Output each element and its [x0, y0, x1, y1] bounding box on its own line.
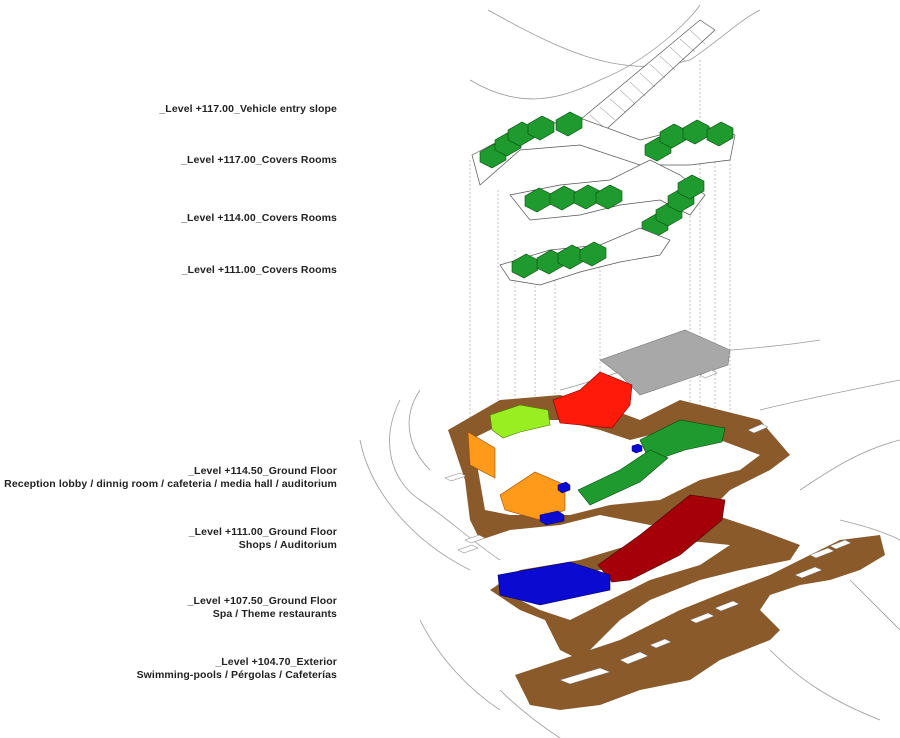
level-uses: Swimming-pools / Pérgolas / Cafeterías [136, 669, 337, 681]
level-title: _Level +104.70_Exterior [215, 656, 337, 668]
exterior-104 [515, 535, 885, 710]
level-label-3: _Level +114.00_Covers Rooms [181, 212, 337, 225]
level-label-5: _Level +114.50_Ground Floor Reception lo… [4, 465, 337, 491]
orange-volume [499, 471, 566, 521]
dark-red-volume [597, 494, 726, 583]
level-label-1: _Level +117.00_Vehicle entry slope [159, 103, 337, 116]
level-label-8: _Level +104.70_Exterior Swimming-pools /… [137, 656, 337, 682]
level-uses: Shops / Auditorium [238, 539, 337, 551]
level-uses: Spa / Theme restaurants [212, 608, 337, 620]
lime-volume [489, 404, 551, 439]
red-volume [552, 371, 633, 429]
covers-rooms-114 [509, 159, 706, 239]
orange-volume-left [467, 431, 496, 479]
level-title: _Level +117.00_Covers Rooms [181, 154, 337, 166]
level-title: _Level +111.00_Ground Floor [188, 526, 337, 538]
blue-small-blocks [539, 443, 643, 526]
vehicle-entry-slope [579, 19, 716, 136]
level-label-6: _Level +111.00_Ground Floor Shops / Audi… [189, 526, 337, 552]
level-title: _Level +117.00_Vehicle entry slope [159, 103, 337, 115]
level-title: _Level +111.00_Covers Rooms [181, 264, 337, 276]
level-label-4: _Level +111.00_Covers Rooms [182, 264, 337, 277]
green-ground-volume [577, 419, 726, 506]
level-title: _Level +114.00_Covers Rooms [181, 212, 337, 224]
level-uses: Reception lobby / dinnig room / cafeteri… [4, 478, 337, 490]
blue-volume [497, 561, 611, 606]
level-label-2: _Level +117.00_Covers Rooms [181, 154, 337, 167]
covers-rooms-111 [499, 227, 671, 286]
small-white-blocks [444, 369, 769, 554]
grey-volume [599, 329, 731, 396]
level-title: _Level +114.50_Ground Floor [188, 465, 337, 477]
level-title: _Level +107.50_Ground Floor [187, 595, 337, 607]
level-label-7: _Level +107.50_Ground Floor Spa / Theme … [188, 595, 337, 621]
covers-rooms-117 [471, 111, 736, 186]
